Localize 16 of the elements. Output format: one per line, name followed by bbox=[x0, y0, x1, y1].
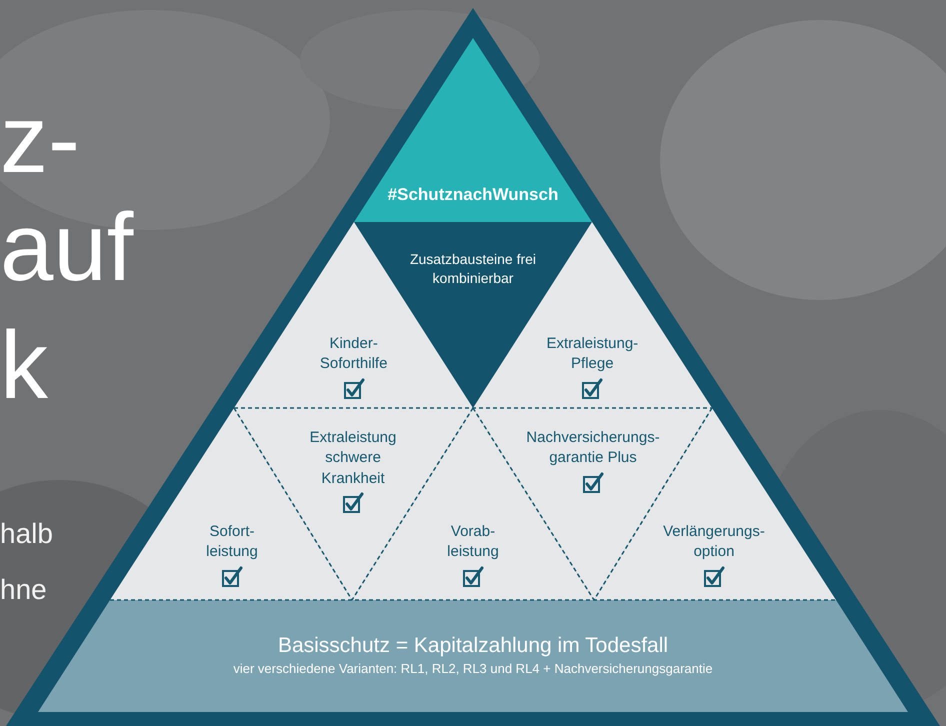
heading-fragment: auf bbox=[0, 200, 134, 296]
segment-label: Extraleistung schwere Krankheit bbox=[308, 428, 398, 488]
segment-label: Nachversicherungs- garantie Plus bbox=[525, 428, 661, 468]
segment-label: Kinder- Soforthilfe bbox=[318, 334, 388, 374]
text-fragment: hne bbox=[0, 576, 47, 604]
heading-fragment: z- bbox=[0, 92, 80, 188]
segment-label: Vorab- leistung bbox=[446, 522, 500, 562]
segment-label: Verlängerungs- option bbox=[662, 522, 766, 562]
base-title: Basisschutz = Kapitalzahlung im Todesfall bbox=[276, 633, 670, 659]
segment-label: Extraleistung- Pflege bbox=[545, 334, 640, 374]
base-subtitle: vier verschiedene Varianten: RL1, RL2, RL3 und RL4 + Nachversicherungsgarantie bbox=[232, 660, 714, 678]
segment-label: Sofort- leistung bbox=[205, 522, 259, 562]
heading-fragment: k bbox=[0, 318, 48, 414]
segment-label: Zusatzbausteine frei kombinierbar bbox=[408, 250, 538, 288]
text-fragment: halb bbox=[0, 520, 53, 548]
heading-text: #SchutznachWunsch bbox=[386, 184, 560, 206]
